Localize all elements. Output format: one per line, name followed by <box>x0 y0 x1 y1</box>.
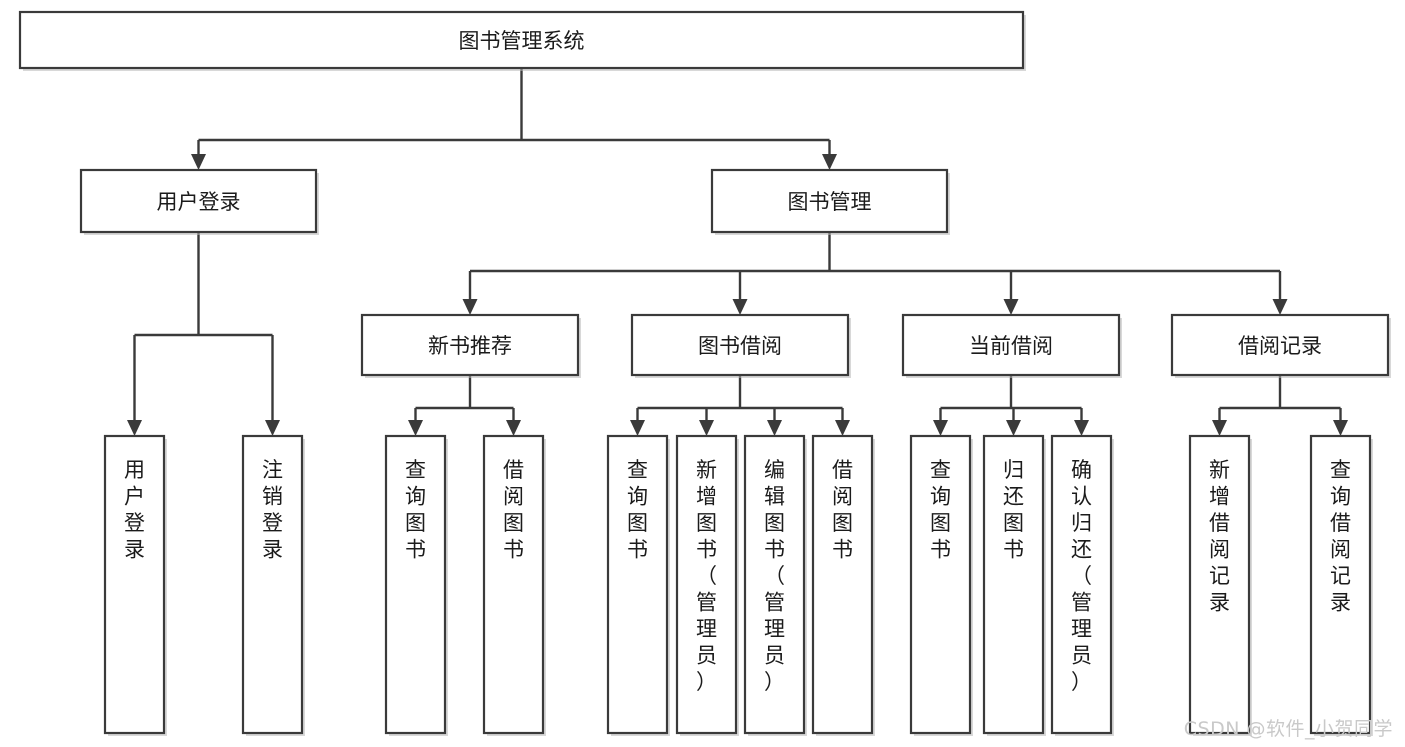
node-fn-cur-return[interactable]: 归还图书 <box>982 434 1046 736</box>
node-fn-rec-search[interactable]: 查询借阅记录 <box>1309 434 1373 736</box>
node-rect <box>710 168 949 234</box>
node-label: 确认归还（管理员） <box>1071 458 1092 694</box>
node-rect <box>630 313 850 377</box>
node-rect <box>384 434 447 735</box>
node-rect <box>982 434 1045 735</box>
node-book-manage[interactable]: 图书管理 <box>710 168 950 235</box>
arrow-head-icon <box>835 420 850 436</box>
arrow-head-icon <box>1272 299 1288 315</box>
node-label: 用户登录 <box>124 458 145 561</box>
arrow-head-icon <box>265 420 280 436</box>
node-rect <box>909 434 972 735</box>
watermark: CSDN @软件_小贺同学 <box>1183 718 1393 740</box>
node-fn-borrow-lend[interactable]: 借阅图书 <box>811 434 875 736</box>
arrow-head-icon <box>732 299 748 315</box>
node-label: 查询图书 <box>930 458 951 561</box>
arrow-head-icon <box>822 154 837 170</box>
node-label: 借阅图书 <box>503 458 524 561</box>
node-label: 图书管理系统 <box>459 29 585 53</box>
node-fn-user-logout[interactable]: 注销登录 <box>241 434 305 736</box>
arrow-head-icon <box>462 299 478 315</box>
node-label: 查询图书 <box>405 458 426 561</box>
node-fn-cur-query[interactable]: 查询图书 <box>909 434 973 736</box>
node-root[interactable]: 图书管理系统 <box>18 10 1026 71</box>
arrow-head-icon <box>191 154 206 170</box>
node-label: 归还图书 <box>1003 458 1024 561</box>
node-rect <box>1188 434 1251 735</box>
node-fn-borrow-add[interactable]: 新增图书（管理员） <box>675 434 739 736</box>
node-label: 查询图书 <box>627 458 648 561</box>
node-label: 新增图书（管理员） <box>696 458 717 694</box>
node-label: 借阅图书 <box>832 458 853 561</box>
node-layer: 图书管理系统用户登录图书管理新书推荐图书借阅当前借阅借阅记录用户登录注销登录查询… <box>18 10 1391 736</box>
arrow-head-icon <box>1003 299 1019 315</box>
connector-layer <box>127 68 1348 436</box>
node-fn-borrow-edit[interactable]: 编辑图书（管理员） <box>743 434 807 736</box>
node-rect <box>675 434 738 735</box>
node-new-book-rec[interactable]: 新书推荐 <box>360 313 581 378</box>
node-label: 编辑图书（管理员） <box>764 458 785 694</box>
arrow-head-icon <box>1212 420 1227 436</box>
arrow-head-icon <box>699 420 714 436</box>
node-fn-cur-confirm[interactable]: 确认归还（管理员） <box>1050 434 1114 736</box>
node-rect <box>482 434 545 735</box>
node-rect <box>1170 313 1390 377</box>
node-rect <box>360 313 580 377</box>
node-user-login[interactable]: 用户登录 <box>79 168 319 235</box>
arrow-head-icon <box>630 420 645 436</box>
arrow-head-icon <box>1333 420 1348 436</box>
node-label: 当前借阅 <box>969 334 1053 358</box>
node-label: 注销登录 <box>262 458 283 561</box>
node-rect <box>1309 434 1372 735</box>
node-rect <box>901 313 1121 377</box>
node-label: 用户登录 <box>157 190 241 214</box>
node-fn-user-login[interactable]: 用户登录 <box>103 434 167 736</box>
node-label: 图书借阅 <box>698 334 782 358</box>
node-fn-borrow-query[interactable]: 查询图书 <box>606 434 670 736</box>
node-rect <box>79 168 318 234</box>
node-label: 图书管理 <box>788 190 872 214</box>
node-borrow-record[interactable]: 借阅记录 <box>1170 313 1391 378</box>
node-rect <box>606 434 669 735</box>
arrow-head-icon <box>1074 420 1089 436</box>
node-label: 借阅记录 <box>1238 334 1322 358</box>
node-rect <box>103 434 166 735</box>
arrow-head-icon <box>506 420 521 436</box>
arrow-head-icon <box>933 420 948 436</box>
arrow-head-icon <box>127 420 142 436</box>
arrow-head-icon <box>767 420 782 436</box>
node-rect <box>811 434 874 735</box>
node-fn-rec-borrow[interactable]: 借阅图书 <box>482 434 546 736</box>
node-label: 查询借阅记录 <box>1330 458 1351 614</box>
node-label: 新书推荐 <box>428 334 512 358</box>
node-rect <box>241 434 304 735</box>
node-rect <box>1050 434 1113 735</box>
arrow-head-icon <box>408 420 423 436</box>
node-fn-rec-query[interactable]: 查询图书 <box>384 434 448 736</box>
node-rect <box>743 434 806 735</box>
node-current-borrow[interactable]: 当前借阅 <box>901 313 1122 378</box>
node-fn-rec-add[interactable]: 新增借阅记录 <box>1188 434 1252 736</box>
arrow-head-icon <box>1006 420 1021 436</box>
node-book-borrow[interactable]: 图书借阅 <box>630 313 851 378</box>
node-label: 新增借阅记录 <box>1209 458 1230 614</box>
node-rect <box>18 10 1025 70</box>
